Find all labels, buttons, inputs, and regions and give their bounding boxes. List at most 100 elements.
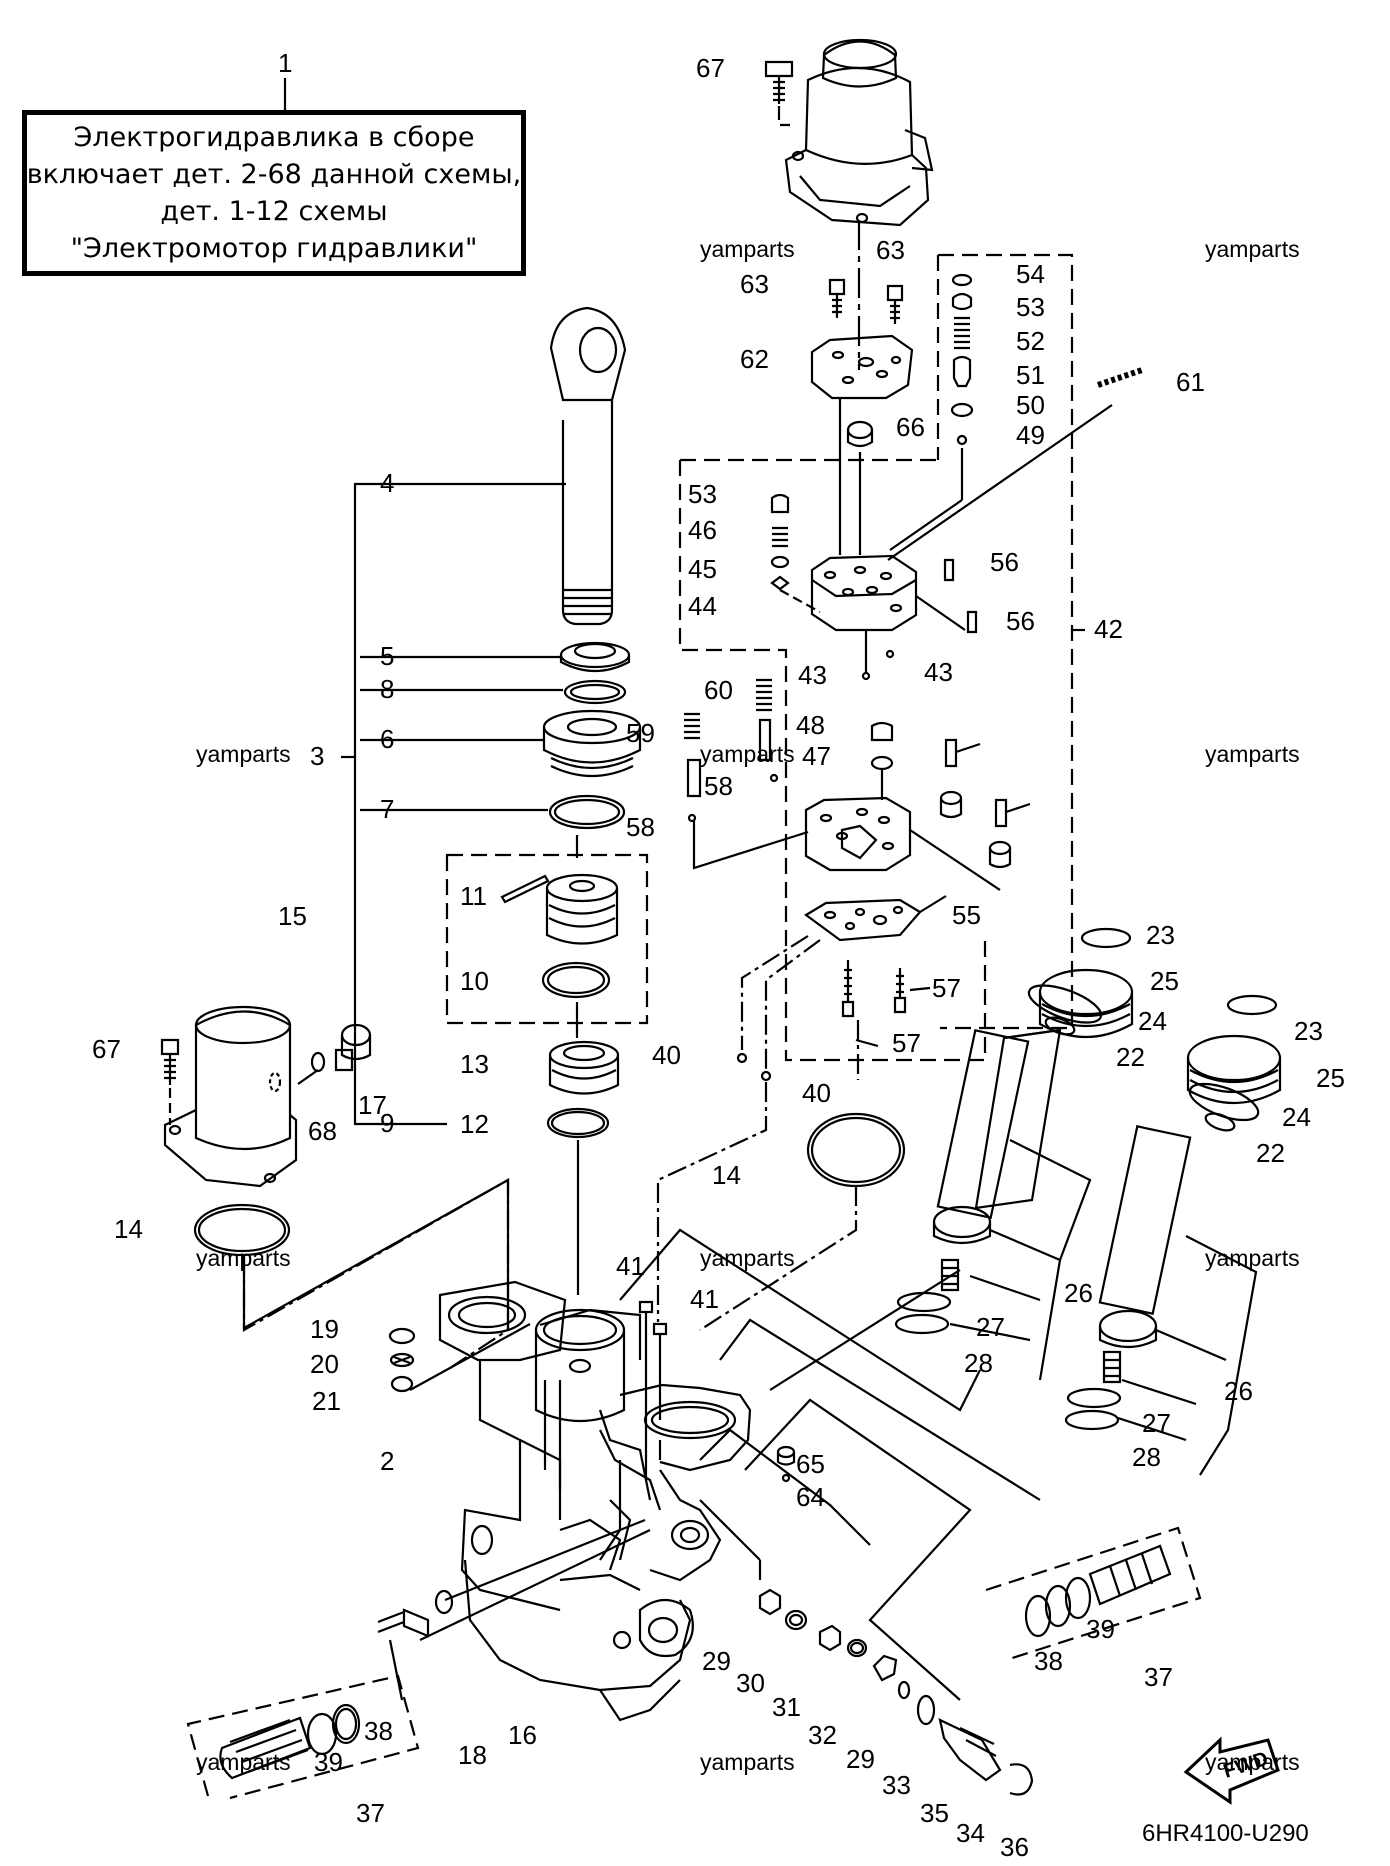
callout-48: 48 (796, 710, 825, 740)
drawing-code: 6HR4100-U290 (1142, 1820, 1309, 1847)
watermark: yamparts (700, 741, 795, 767)
callout-40-b: 40 (802, 1078, 831, 1108)
callout-67-left: 67 (92, 1034, 121, 1064)
callout-56-b: 56 (1006, 606, 1035, 636)
callout-22-a: 22 (1116, 1042, 1145, 1072)
callout-8: 8 (380, 674, 394, 704)
callout-34: 34 (956, 1818, 985, 1848)
watermark: yamparts (1205, 1245, 1300, 1271)
callout-61: 61 (1176, 367, 1205, 397)
callout-38-right: 38 (1034, 1646, 1063, 1676)
assembly-note-box: Электрогидравлика в сборе включает дет. … (22, 110, 526, 276)
watermark: yamparts (700, 236, 795, 262)
callout-17: 17 (358, 1090, 387, 1120)
callout-64: 64 (796, 1482, 825, 1512)
callout-37-right: 37 (1144, 1662, 1173, 1692)
callout-46: 46 (688, 515, 717, 545)
callout-63-b: 63 (876, 235, 905, 265)
callout-49: 49 (1016, 420, 1045, 450)
callout-43-a: 43 (798, 660, 827, 690)
callout-22-b: 22 (1256, 1138, 1285, 1168)
callout-68: 68 (308, 1116, 337, 1146)
note-line-3: дет. 1-12 схемы (160, 196, 388, 227)
callout-57-b: 57 (892, 1028, 921, 1058)
callout-38-left: 38 (364, 1716, 393, 1746)
callout-31: 31 (772, 1692, 801, 1722)
watermark: yamparts (1205, 236, 1300, 262)
watermark: yamparts (196, 741, 291, 767)
callout-41-b: 41 (690, 1284, 719, 1314)
callout-29-a: 29 (702, 1646, 731, 1676)
callout-16: 16 (508, 1720, 537, 1750)
callout-6: 6 (380, 724, 394, 754)
callout-52: 52 (1016, 326, 1045, 356)
callout-57-a: 57 (932, 973, 961, 1003)
callout-32: 32 (808, 1720, 837, 1750)
callout-42: 42 (1094, 614, 1123, 644)
callout-14-right: 14 (712, 1160, 741, 1190)
callout-58-a: 58 (704, 771, 733, 801)
callout-43-b: 43 (924, 657, 953, 687)
callout-19: 19 (310, 1314, 339, 1344)
watermark: yamparts (700, 1245, 795, 1271)
callout-11: 11 (460, 881, 487, 911)
callout-67-top: 67 (696, 53, 725, 83)
callout-59: 59 (626, 718, 655, 748)
callout-47: 47 (802, 741, 831, 771)
callout-51: 51 (1016, 360, 1045, 390)
callout-58-b: 58 (626, 812, 655, 842)
callout-5: 5 (380, 641, 394, 671)
callout-23-b: 23 (1294, 1016, 1323, 1046)
callout-12: 12 (460, 1109, 489, 1139)
callout-41-a: 41 (616, 1251, 645, 1281)
callout-45: 45 (688, 554, 717, 584)
callout-40-a: 40 (652, 1040, 681, 1070)
note-line-1: Электрогидравлика в сборе (73, 122, 475, 153)
note-line-4: "Электромотор гидравлики" (70, 233, 478, 264)
callout-55: 55 (952, 900, 981, 930)
callout-14-left: 14 (114, 1214, 143, 1244)
callout-39-left: 39 (314, 1747, 343, 1777)
callout-13: 13 (460, 1049, 489, 1079)
callout-28-a: 28 (964, 1348, 993, 1378)
callout-56-a: 56 (990, 547, 1019, 577)
callout-62: 62 (740, 344, 769, 374)
note-line-2: включает дет. 2-68 данной схемы, (26, 159, 522, 190)
callout-66: 66 (896, 412, 925, 442)
callout-25-b: 25 (1316, 1063, 1345, 1093)
callout-23-a: 23 (1146, 920, 1175, 950)
callout-44: 44 (688, 591, 717, 621)
callout-63-a: 63 (740, 269, 769, 299)
callout-9: 9 (380, 1108, 394, 1138)
callout-24-b: 24 (1282, 1102, 1311, 1132)
callout-53-top: 53 (1016, 292, 1045, 322)
callout-39-right: 39 (1086, 1614, 1115, 1644)
watermark: yamparts (1205, 741, 1300, 767)
callout-21: 21 (312, 1386, 341, 1416)
callout-2: 2 (380, 1446, 394, 1476)
callout-18: 18 (458, 1740, 487, 1770)
watermark: yamparts (196, 1749, 291, 1775)
callout-27-b: 27 (1142, 1408, 1171, 1438)
watermark: yamparts (1205, 1749, 1300, 1775)
watermark: yamparts (196, 1245, 291, 1271)
callout-24-a: 24 (1138, 1006, 1167, 1036)
callout-36: 36 (1000, 1832, 1029, 1861)
callout-53-mid: 53 (688, 479, 717, 509)
callout-26-b: 26 (1224, 1376, 1253, 1406)
callout-37-left: 37 (356, 1798, 385, 1828)
callout-50: 50 (1016, 390, 1045, 420)
callout-20: 20 (310, 1349, 339, 1379)
callout-33: 33 (882, 1770, 911, 1800)
callout-35: 35 (920, 1798, 949, 1828)
callout-65: 65 (796, 1449, 825, 1479)
callout-26-a: 26 (1064, 1278, 1093, 1308)
callout-4: 4 (380, 468, 394, 498)
callout-3: 3 (310, 741, 324, 771)
callout-60: 60 (704, 675, 733, 705)
callout-25-a: 25 (1150, 966, 1179, 996)
watermark: yamparts (700, 1749, 795, 1775)
callout-7: 7 (380, 794, 394, 824)
